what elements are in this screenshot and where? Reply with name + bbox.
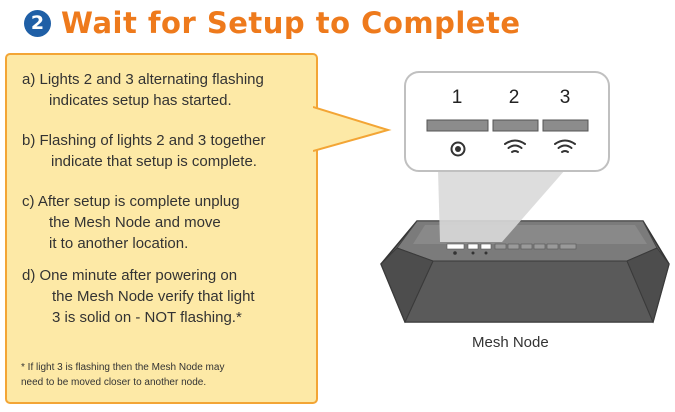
instruction-a: a) Lights 2 and 3 alternating flashing i… — [22, 69, 264, 111]
page-title: Wait for Setup to Complete — [61, 6, 521, 40]
wifi-icon — [504, 139, 526, 153]
light-bar-3 — [542, 119, 589, 132]
footnote-line-2: need to be moved closer to another node. — [21, 377, 207, 388]
light-bar-1 — [426, 119, 489, 132]
instruction-b-line-2: indicate that setup is complete. — [51, 153, 257, 170]
instructions-callout: a) Lights 2 and 3 alternating flashing i… — [5, 53, 318, 404]
mesh-node-illustration: 1 2 3 — [380, 71, 670, 324]
step-number-badge: 2 — [24, 9, 51, 37]
device-caption: Mesh Node — [472, 334, 549, 351]
footnote: * If light 3 is flashing then the Mesh N… — [21, 360, 224, 390]
light-label-3: 3 — [560, 87, 571, 108]
wifi-icon — [554, 139, 576, 153]
instruction-c: c) After setup is complete unplug the Me… — [22, 191, 240, 254]
light-label-1: 1 — [452, 87, 463, 108]
instruction-c-line-1: c) After setup is complete unplug — [22, 193, 240, 210]
instruction-d-line-3: 3 is solid on - NOT flashing.* — [52, 309, 242, 326]
light-bar-2 — [492, 119, 539, 132]
instruction-d-line-1: d) One minute after powering on — [22, 267, 238, 284]
instruction-c-line-3: it to another location. — [49, 235, 189, 252]
instruction-a-line-2: indicates setup has started. — [49, 92, 232, 109]
instruction-a-line-1: a) Lights 2 and 3 alternating flashing — [22, 71, 264, 88]
callout-pointer — [313, 106, 392, 152]
device-light-strip — [446, 243, 577, 255]
instruction-b: b) Flashing of lights 2 and 3 together i… — [22, 130, 266, 172]
zoom-cone — [438, 170, 565, 242]
instruction-c-line-2: the Mesh Node and move — [49, 214, 221, 231]
footnote-line-1: * If light 3 is flashing then the Mesh N… — [21, 362, 225, 373]
power-icon — [450, 141, 466, 157]
mesh-node-device — [380, 220, 670, 324]
instruction-d-line-2: the Mesh Node verify that light — [52, 288, 255, 305]
section-header: 2 Wait for Setup to Complete — [24, 6, 520, 40]
instruction-b-line-1: b) Flashing of lights 2 and 3 together — [22, 132, 266, 149]
light-label-2: 2 — [509, 87, 520, 108]
instruction-d: d) One minute after powering on the Mesh… — [22, 265, 255, 328]
